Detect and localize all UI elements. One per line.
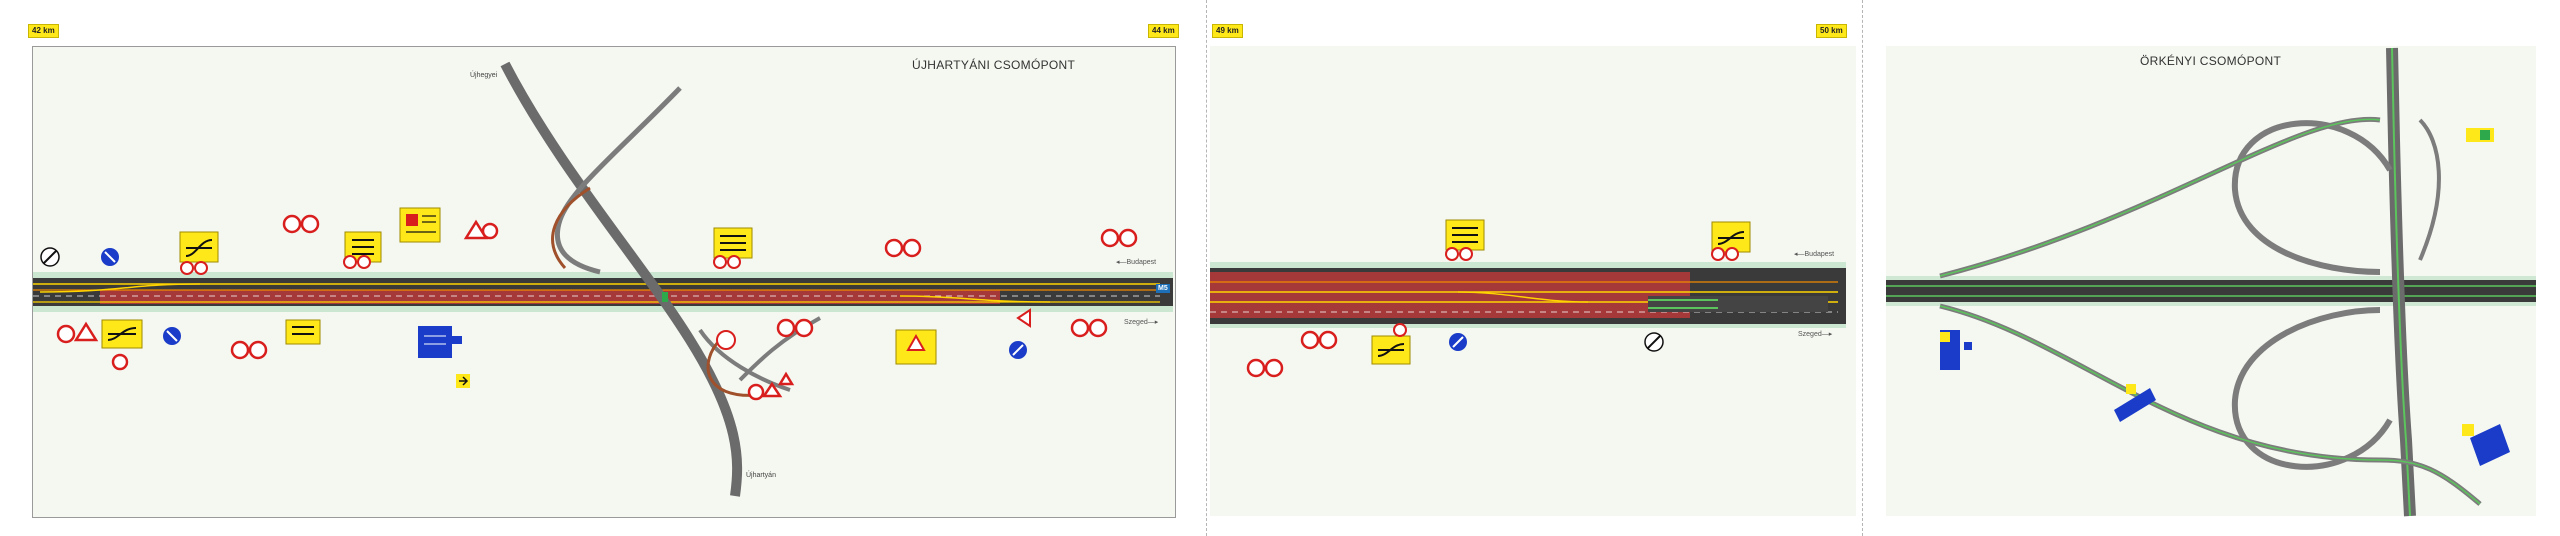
panel-orkeny: ÖRKÉNYI CSOMÓPONT: [1880, 0, 2560, 536]
orkeny-road-diagram: [1886, 47, 2536, 517]
speed-limit-icon: [884, 228, 1138, 258]
arrow-right-icon: [456, 374, 470, 388]
lane-shift-icon: [285, 319, 321, 345]
direction-sign-icon: [2462, 424, 2510, 466]
speed-limit-icon: [1246, 330, 1338, 378]
panel-divider: [1862, 0, 1863, 536]
panel-ujhartyan: 42 km 44 km: [0, 0, 1200, 536]
km-marker-right: 50 km: [1816, 24, 1847, 38]
ujhartyan-road-diagram: [33, 61, 1173, 497]
speed-limit-icon: [282, 214, 320, 234]
junction-title: ÖRKÉNYI CSOMÓPONT: [2140, 54, 2282, 68]
direction-szeged: Szeged—▸: [1124, 319, 1159, 326]
keep-right-icon: [1009, 308, 1031, 359]
keep-right-icon: [1449, 333, 1467, 351]
no-overtaking-icon: [716, 330, 736, 350]
warning-board-icon: [895, 329, 937, 365]
keep-right-icon: [101, 248, 119, 266]
direction-budapest: ◂—Budapest: [1116, 259, 1157, 266]
direction-sign-icon: [418, 326, 462, 358]
panel-section-49: 49 km 50 km: [1208, 0, 1860, 536]
lane-shift-icon: [343, 231, 382, 269]
keep-right-icon: [163, 327, 181, 345]
speed-limit-icon: [56, 321, 129, 371]
direction-szeged: Szeged—▸: [1798, 331, 1833, 338]
km-marker-left: 49 km: [1212, 24, 1243, 38]
exit-sign-icon: [2466, 128, 2494, 142]
lane-shift-icon: [1371, 323, 1411, 365]
section-road-diagram: [1210, 219, 1846, 378]
town-label-north: Újhegyei: [470, 72, 498, 79]
warning-triangle-icon: [463, 219, 499, 240]
speed-limit-icon: [747, 318, 814, 401]
lane-shift-icon: [1711, 221, 1751, 261]
speed-limit-icon: [1070, 318, 1108, 338]
panel-divider: [1206, 0, 1207, 536]
warning-board-icon: [399, 207, 441, 243]
end-restriction-icon: [40, 247, 60, 267]
end-restriction-icon: [1644, 332, 1664, 352]
lane-shift-icon: [713, 227, 753, 269]
direction-sign-icon: [1940, 330, 1972, 370]
junction-title: ÚJHARTYÁNI CSOMÓPONT: [912, 58, 1076, 72]
speed-limit-icon: [230, 340, 268, 360]
km-marker-right: 44 km: [1148, 24, 1179, 38]
lane-shift-icon: [179, 231, 219, 275]
direction-budapest: ◂—Budapest: [1794, 251, 1835, 258]
town-label-south: Újhartyán: [746, 472, 776, 479]
km-marker-left: 42 km: [28, 24, 59, 38]
direction-sign-icon: [2114, 384, 2156, 422]
route-badge: M5: [1156, 284, 1170, 293]
lane-shift-icon: [101, 319, 143, 349]
lane-shift-icon: [1445, 219, 1485, 261]
